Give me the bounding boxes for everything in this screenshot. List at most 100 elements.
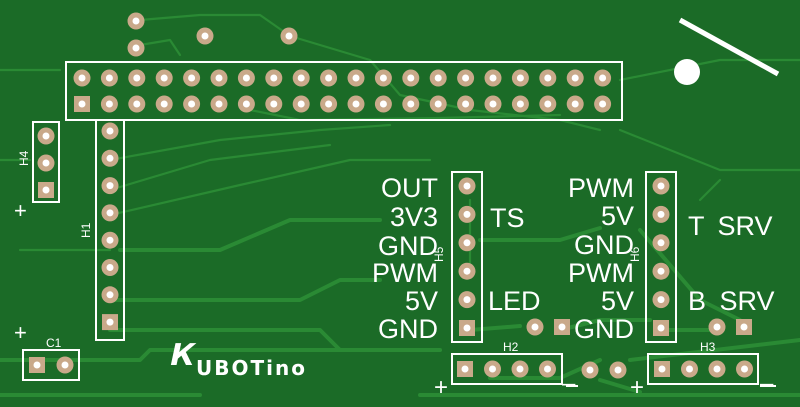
h2-plus: + [434, 374, 449, 401]
h5-group-ts: TS [490, 203, 525, 233]
pad-hole [531, 323, 539, 331]
h6-pin-label: GND [574, 230, 634, 260]
pad-hole [106, 318, 114, 326]
h5-pin-label: OUT [381, 173, 438, 203]
h5-pin-label: 3V3 [389, 202, 438, 232]
mounting-hole-icon [674, 59, 700, 85]
c1-plus: + [14, 320, 27, 345]
h4-plus: + [14, 198, 27, 223]
pad-hole [516, 74, 524, 82]
pad-hole [544, 365, 551, 373]
pad-hole [599, 100, 607, 108]
pad-hole [657, 239, 665, 247]
pad-hole [463, 267, 471, 275]
pad-hole [325, 100, 333, 108]
pad-hole [78, 100, 86, 108]
pad-hole [489, 100, 497, 108]
pad-hole [558, 323, 566, 331]
pad-hole [657, 324, 665, 332]
pad-hole [741, 365, 748, 373]
pad-hole [571, 74, 579, 82]
pad-hole [489, 365, 496, 373]
silkscreen-outlines [22, 17, 780, 387]
h5-label: H5 [432, 246, 446, 262]
pad-hole [160, 100, 168, 108]
h1-label: H1 [79, 222, 93, 238]
h6-pin-label: PWM [568, 173, 634, 203]
pad-hole [106, 236, 114, 244]
pad-hole [106, 209, 114, 217]
pad-hole [133, 74, 141, 82]
pad-hole [105, 100, 113, 108]
h6-pin-label: 5V [600, 286, 634, 316]
pad-hole [105, 74, 113, 82]
h2-minus: – [562, 370, 576, 397]
pad-hole [188, 74, 196, 82]
pad-hole [242, 74, 250, 82]
pad-hole [614, 366, 622, 374]
pad-hole [106, 154, 114, 162]
pad-hole [78, 74, 86, 82]
h6-label: H6 [628, 246, 642, 262]
pad-hole [270, 74, 278, 82]
logo-text: UBOTino [196, 356, 307, 380]
pad-hole [106, 264, 114, 271]
pad-hole [379, 100, 387, 108]
pad-hole [352, 100, 360, 108]
pads [29, 12, 753, 379]
pad-hole [352, 74, 360, 82]
pad-hole [658, 365, 666, 373]
pad-hole [106, 182, 114, 190]
pad-hole [297, 100, 305, 108]
pad-hole [657, 267, 665, 275]
h5-pin-label: GND [378, 314, 438, 344]
pad-hole [489, 74, 497, 82]
pad-hole [544, 100, 552, 108]
pad-hole [297, 74, 305, 82]
pad-hole [42, 132, 50, 140]
pad-hole [106, 291, 114, 299]
pad-hole [215, 74, 223, 82]
pad-hole [61, 361, 69, 369]
h3-label: H3 [700, 340, 716, 354]
pad-hole [42, 159, 50, 167]
pad-hole [713, 323, 721, 331]
pad-hole [586, 366, 594, 374]
pad-hole [242, 100, 250, 108]
h3-minus: – [760, 370, 774, 397]
pad-hole [160, 74, 168, 82]
pad-hole [132, 17, 140, 25]
pad-hole [407, 100, 415, 108]
h5-pin-label: PWM [372, 258, 438, 288]
pad-hole [657, 210, 665, 218]
h2-label: H2 [503, 340, 519, 354]
pad-hole [201, 32, 209, 40]
pad-hole [463, 182, 471, 190]
copper-traces [0, 13, 800, 397]
pad-hole [285, 32, 293, 40]
pad-hole [463, 239, 471, 247]
pad-hole [461, 365, 469, 373]
pad-hole [516, 100, 524, 108]
pad-hole [463, 324, 471, 332]
pad-hole [657, 182, 665, 190]
pad-hole [544, 74, 552, 82]
h5-group-led: LED [488, 286, 541, 316]
pad-hole [379, 74, 387, 82]
c1-label: C1 [46, 336, 62, 350]
pad-hole [516, 365, 524, 373]
pad-hole [42, 186, 50, 194]
pad-hole [33, 361, 41, 369]
pad-hole [463, 210, 471, 218]
h4-label: H4 [17, 150, 31, 166]
h6-group-bsrv: B SRV [688, 286, 775, 316]
pad-hole [686, 365, 693, 373]
pad-hole [462, 74, 470, 82]
pad-hole [462, 100, 470, 108]
pad-hole [571, 100, 579, 108]
pad-hole [270, 100, 278, 108]
h6-pin-label: GND [574, 314, 634, 344]
h5-pin-label: GND [378, 231, 438, 261]
pad-hole [215, 100, 223, 108]
